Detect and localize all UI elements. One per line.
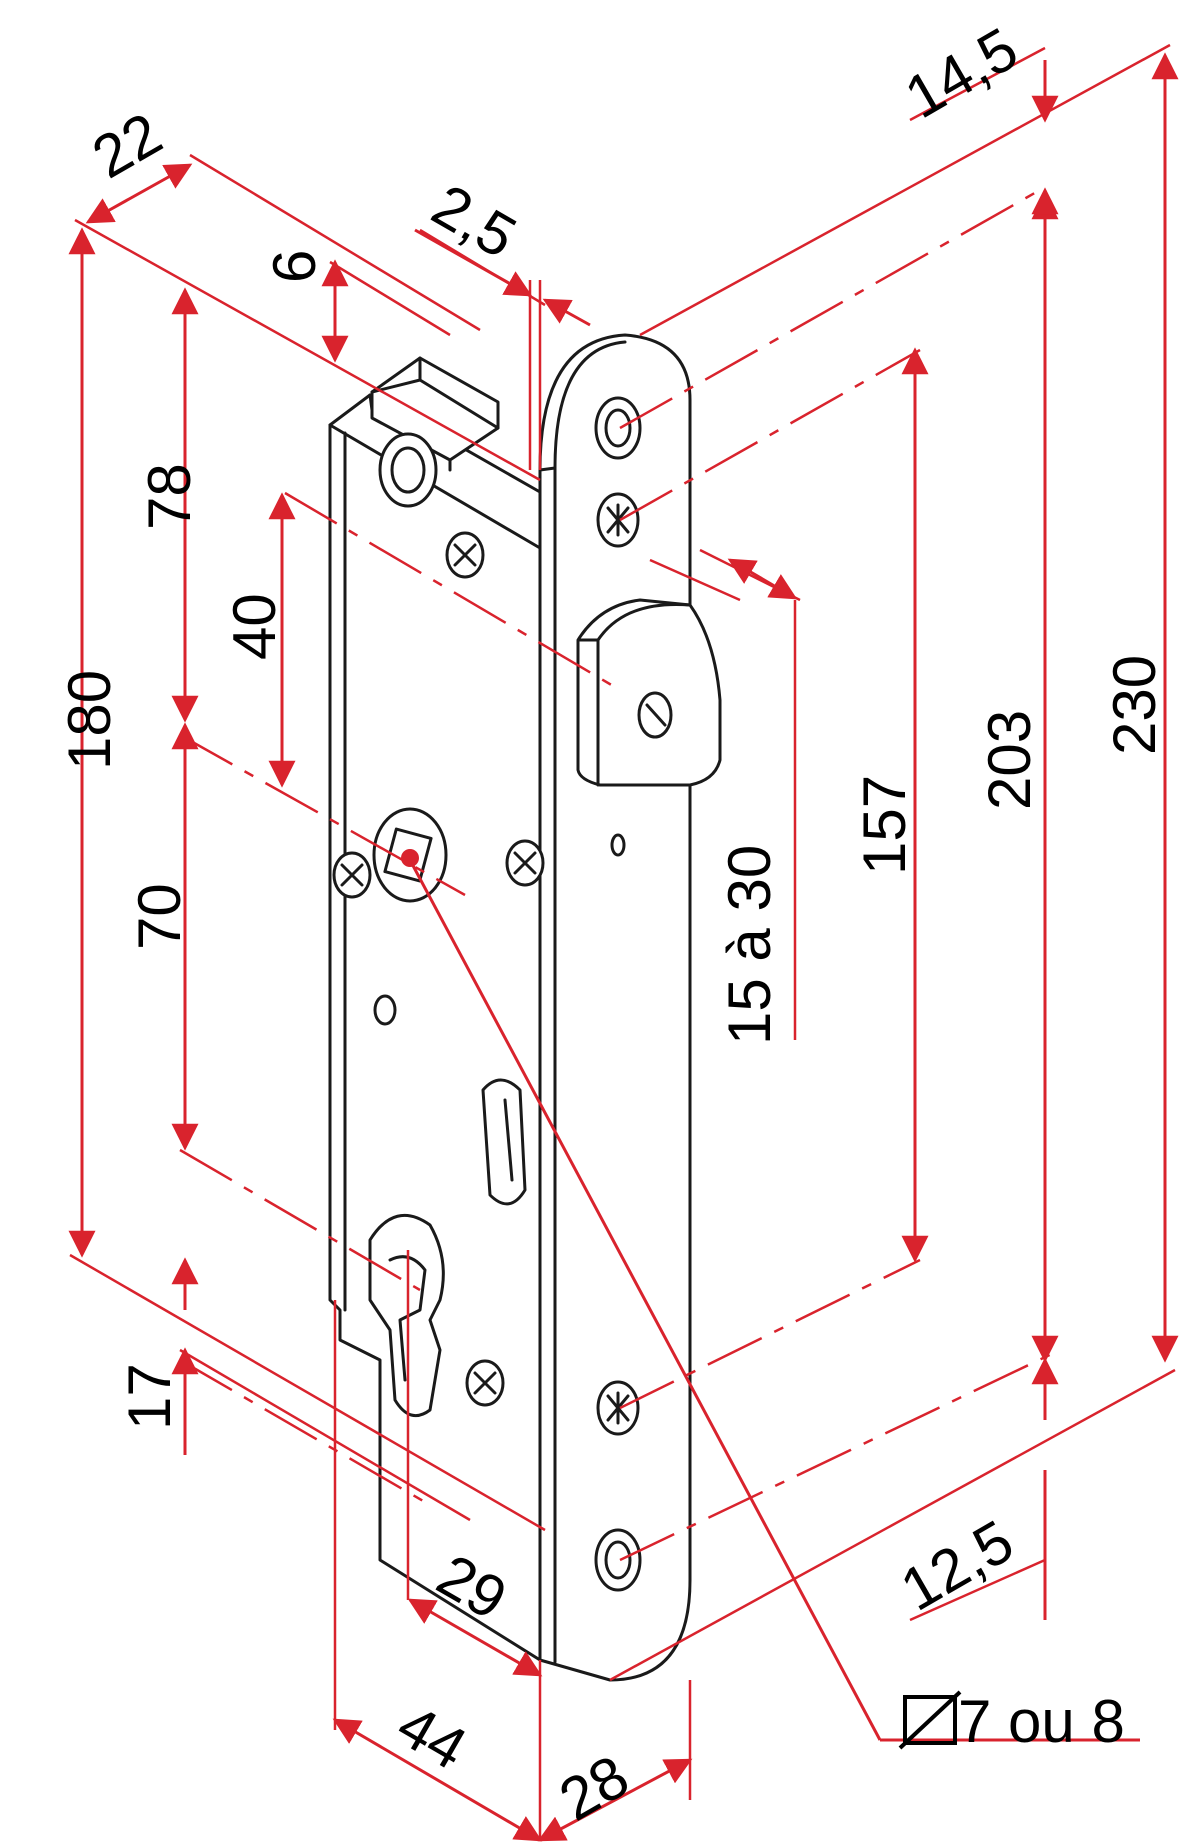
dim-157: 157 [851,775,918,875]
dim-78: 78 [136,463,203,530]
dim-180: 180 [56,670,123,770]
dimension-lines [68,52,1179,1842]
dim-22: 22 [81,100,172,191]
diameter-icon [898,1690,962,1750]
dim-40: 40 [221,593,288,660]
dim-230: 230 [1101,655,1168,755]
dim-14-5: 14,5 [894,15,1029,131]
dim-12-5: 12,5 [890,1507,1025,1623]
dim-15-a-30: 15 à 30 [716,845,783,1045]
dim-28: 28 [548,1742,639,1833]
dim-6: 6 [261,250,328,283]
extension-lines [69,43,1176,1840]
dim-17: 17 [116,1363,183,1430]
dim-2-5: 2,5 [421,171,527,271]
case-details [332,432,545,1418]
center-lines [179,188,1061,1562]
forend-screw-holes [594,396,642,1592]
dim-70: 70 [126,883,193,950]
latch-bolt [576,598,722,787]
dim-hole-diameter: 7 ou 8 [958,1688,1125,1755]
dim-44: 44 [386,1691,477,1782]
dim-203: 203 [976,710,1043,810]
